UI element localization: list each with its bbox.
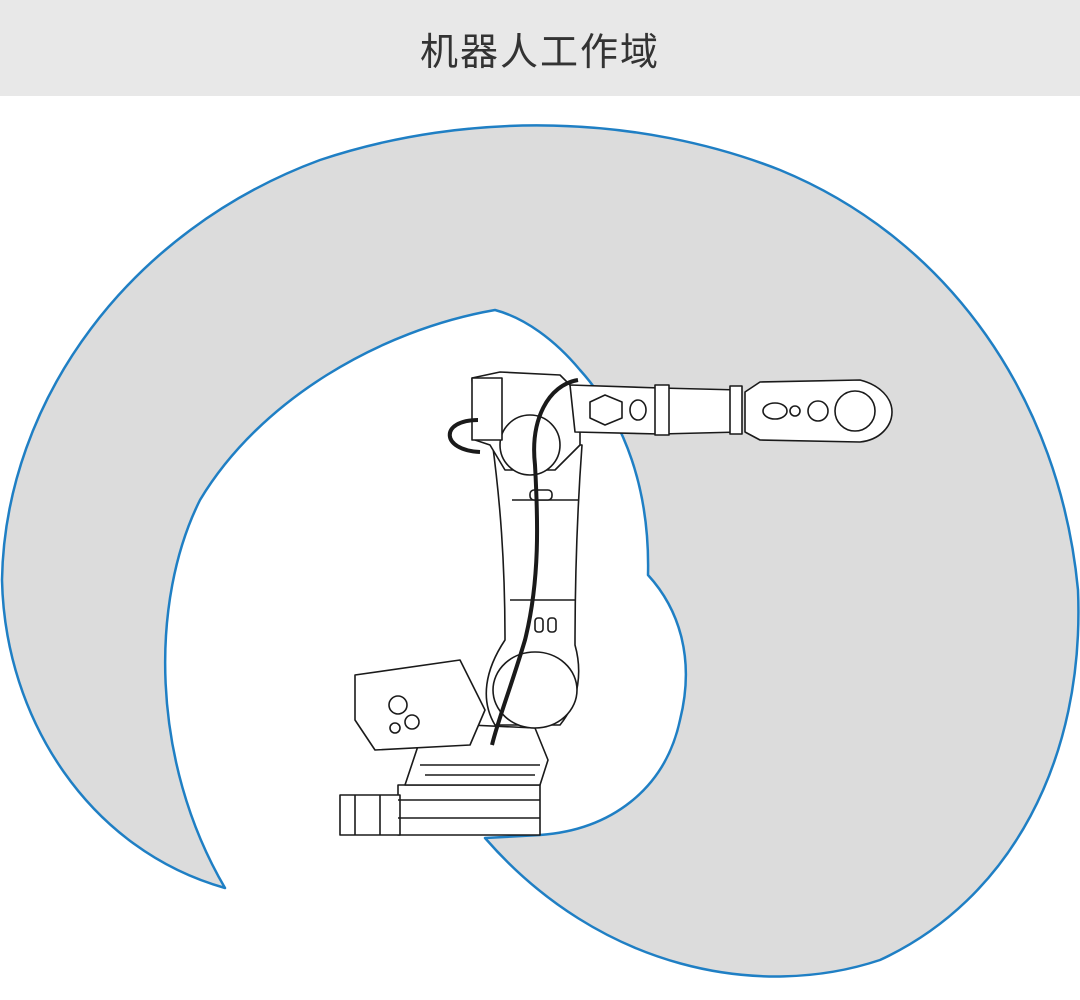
robot-wrist-hole (807, 400, 829, 422)
robot-counterweight-hole (388, 695, 408, 715)
robot-wrist-slot (762, 402, 788, 420)
work-envelope-diagram (0, 96, 1080, 1000)
robot-wrist-flange (834, 390, 876, 432)
robot-elbow-motor (471, 377, 503, 441)
diagram-svg (0, 124, 1080, 978)
robot-wrist-hole (789, 405, 801, 417)
robot-upper-arm-port (629, 399, 647, 421)
robot-counterweight (354, 659, 486, 751)
robot-base-side-box (339, 794, 401, 836)
work-envelope-region (0, 124, 1080, 978)
robot-upper-arm-window (589, 394, 623, 426)
robot-arm (339, 371, 893, 836)
robot-lower-arm-slot (534, 617, 544, 633)
robot-shoulder-joint (492, 651, 578, 729)
robot-lower-arm-slot (529, 489, 553, 501)
robot-counterweight-hole (389, 722, 401, 734)
robot-dress-cable (490, 378, 579, 746)
robot-upper-arm-collar (729, 385, 743, 435)
robot-lower-arm-slot (547, 617, 557, 633)
header-bar: 机器人工作域 (0, 0, 1080, 96)
robot-base (397, 784, 541, 836)
page-title: 机器人工作域 (419, 29, 660, 74)
robot-elbow-joint (499, 414, 561, 476)
robot-counterweight-hole (404, 714, 420, 730)
robot-upper-arm-collar (654, 384, 670, 436)
robot-elbow-cable (447, 418, 481, 454)
